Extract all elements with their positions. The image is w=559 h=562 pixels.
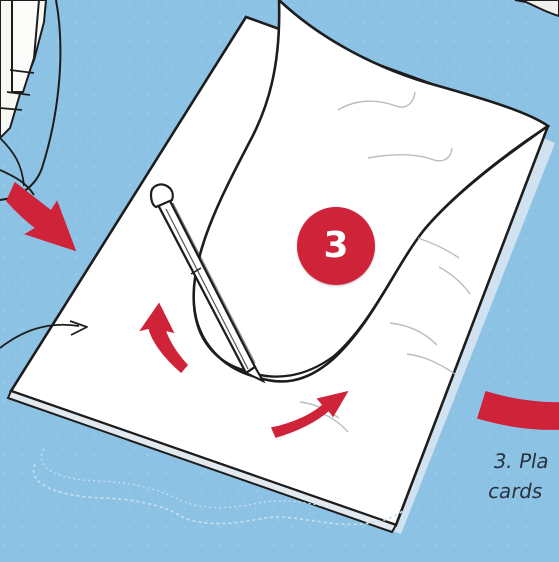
caption-line-1: 3. Pla — [491, 446, 559, 476]
step-number-badge: 3 — [297, 207, 375, 285]
caption-line-2: cards — [486, 476, 559, 506]
caption-text: 3. Pla cards — [486, 446, 559, 506]
